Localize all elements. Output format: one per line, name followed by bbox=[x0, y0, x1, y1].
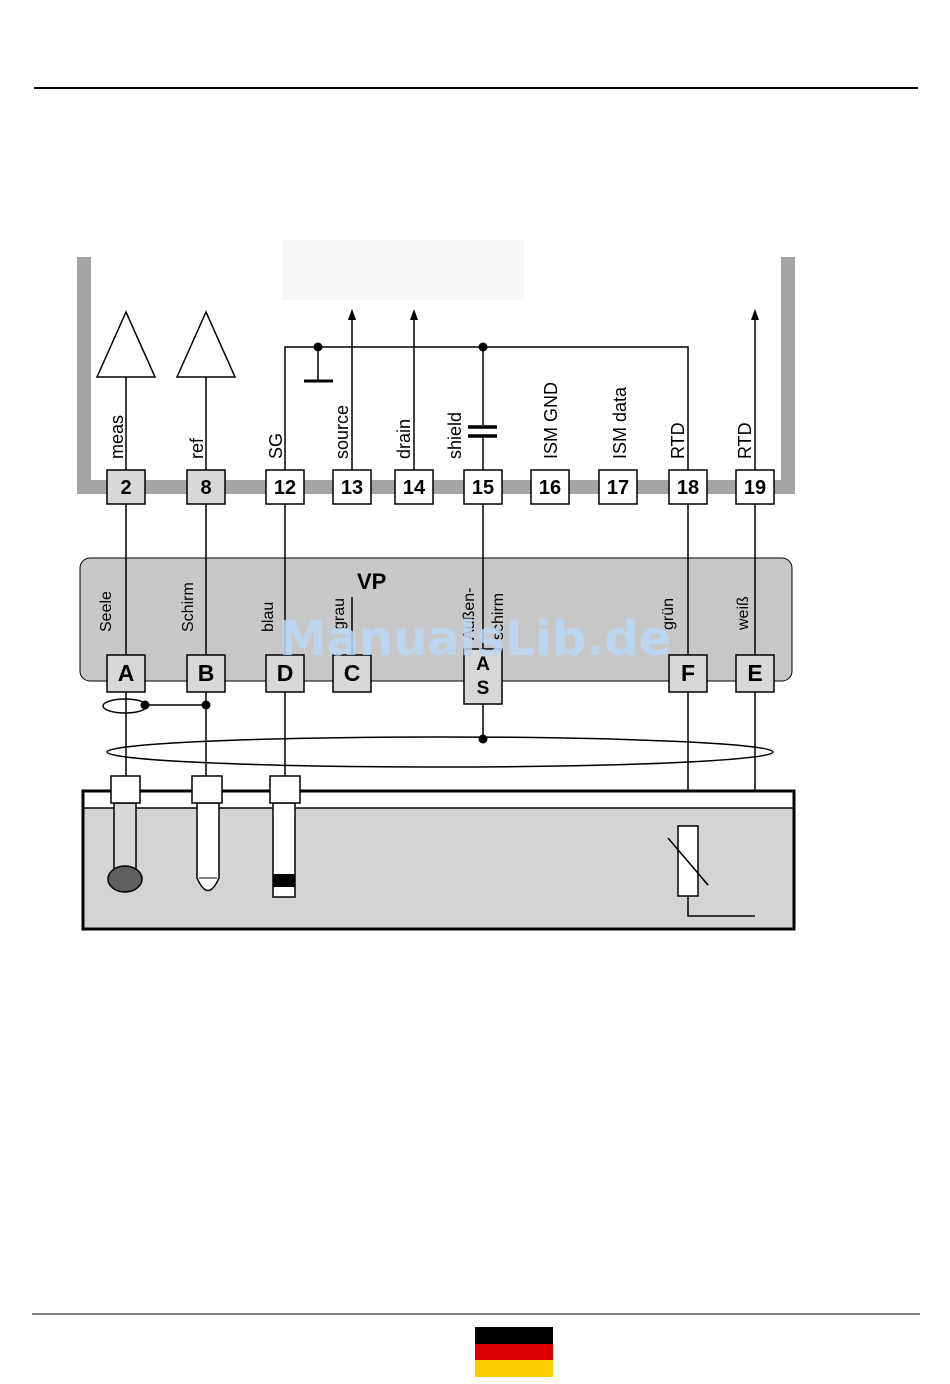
terminal-number: 16 bbox=[539, 477, 561, 499]
ref-amplifier-icon bbox=[177, 312, 235, 377]
terminal-label-group: meas ref SG source drain shield ISM GND … bbox=[107, 382, 755, 459]
vp-wire-label: Seele bbox=[98, 591, 115, 632]
terminal-number: 15 bbox=[472, 477, 494, 499]
terminal-number: 13 bbox=[341, 477, 363, 499]
junction-dot bbox=[141, 701, 150, 710]
junction-dot bbox=[479, 735, 488, 744]
german-flag-icon bbox=[475, 1327, 553, 1377]
terminal-number: 18 bbox=[677, 477, 699, 499]
terminal-number: 17 bbox=[607, 477, 629, 499]
arrowheads bbox=[348, 309, 759, 320]
terminal-label: ISM GND bbox=[541, 382, 561, 459]
vp-pin-letter: S bbox=[477, 678, 490, 699]
isfet-sensor-icon bbox=[270, 776, 300, 897]
terminal-label: ISM data bbox=[610, 386, 630, 459]
terminal-number: 8 bbox=[200, 477, 211, 499]
terminal-label: ref bbox=[187, 437, 207, 459]
terminal-label: meas bbox=[107, 415, 127, 459]
internal-wiring bbox=[126, 318, 755, 470]
watermark: ManualsLib.de bbox=[279, 611, 671, 667]
reference-electrode-icon bbox=[192, 776, 222, 891]
meas-amplifier-icon bbox=[97, 312, 155, 377]
terminal-number: 12 bbox=[274, 477, 296, 499]
vp-pin-letter: B bbox=[198, 660, 215, 686]
vp-wire-label: blau bbox=[260, 602, 277, 632]
terminal-label: shield bbox=[445, 412, 465, 459]
terminal-label: drain bbox=[394, 419, 414, 459]
junction-dot bbox=[314, 343, 323, 352]
terminal-label: RTD bbox=[668, 422, 688, 459]
terminal-number: 19 bbox=[744, 477, 766, 499]
terminal-number: 14 bbox=[403, 477, 426, 499]
vp-wire-label: weiß bbox=[735, 596, 752, 631]
blank-area bbox=[282, 240, 524, 300]
terminal-label: RTD bbox=[735, 422, 755, 459]
terminal-number: 2 bbox=[120, 477, 131, 499]
terminal-label: source bbox=[332, 405, 352, 459]
junction-dot bbox=[202, 701, 211, 710]
junction-dot bbox=[479, 343, 488, 352]
vp-pin-letter: A bbox=[118, 660, 135, 686]
vp-wire-label: Schirm bbox=[180, 582, 197, 632]
vp-pin-letter: E bbox=[747, 660, 762, 686]
vp-title: VP bbox=[357, 569, 386, 594]
vp-pin-letter: F bbox=[681, 660, 695, 686]
terminal-label: SG bbox=[266, 433, 286, 459]
